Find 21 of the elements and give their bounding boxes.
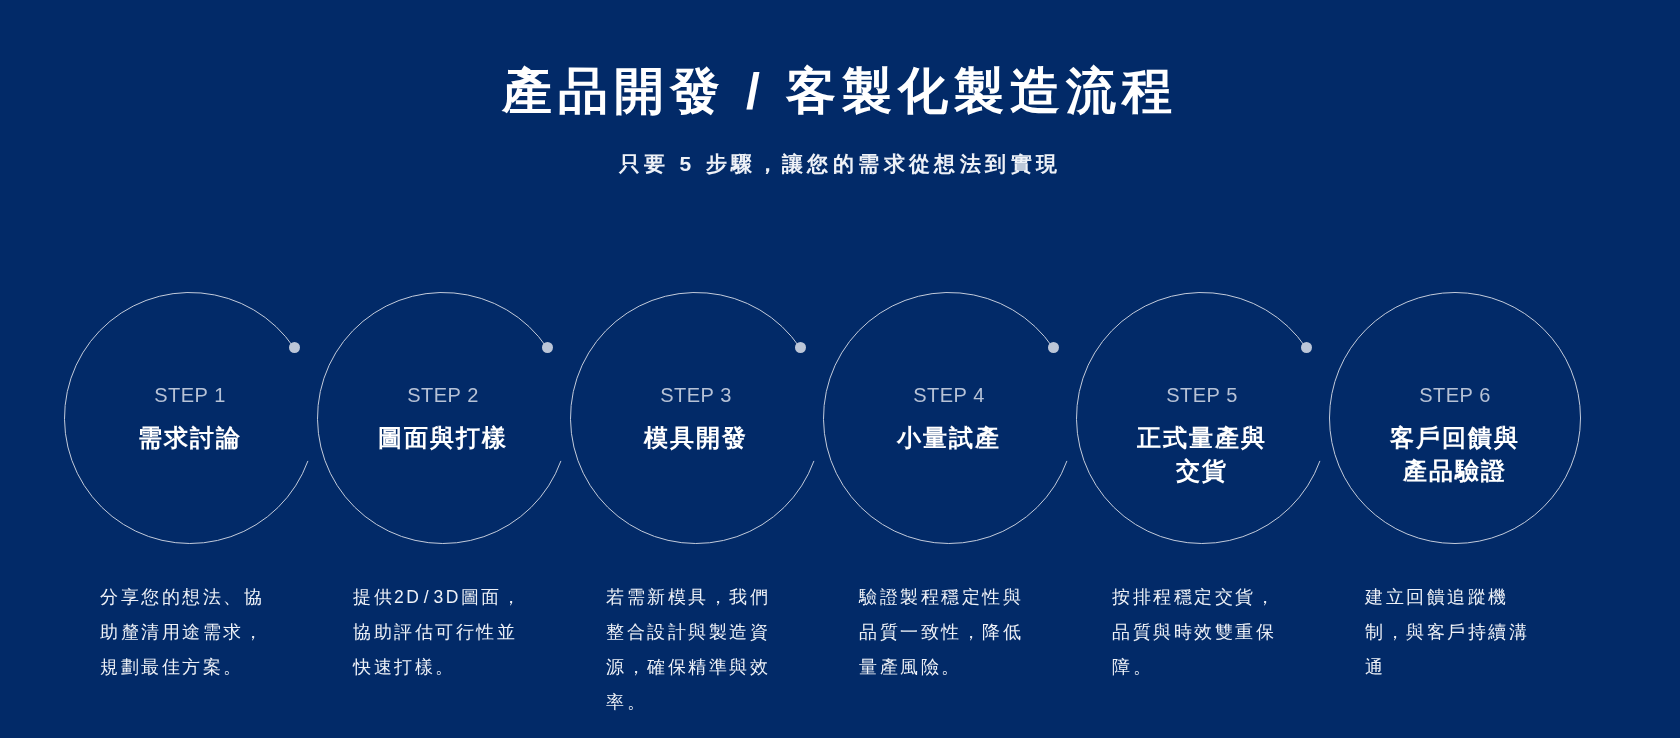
step-title: 需求討論 [138,423,242,453]
step-description: 分享您的想法、協助釐清用途需求，規劃最佳方案。 [100,586,265,679]
step-title: 小量試產 [897,423,1001,453]
step-title: 模具開發 [644,423,748,453]
step-label: STEP 3 [660,383,732,407]
step-label: STEP 2 [407,383,479,407]
step-description: 提供2D / 3D圖面，協助評估可行性並快速打樣。 [353,586,524,679]
step-label: STEP 4 [913,383,985,407]
subheading: 只要 5 步驟，讓您的需求從想法到實現 [618,151,1062,177]
step-label: STEP 1 [154,383,226,407]
step-circle [1329,292,1581,544]
step-description: 按排程穩定交貨，品質與時效雙重保障。 [1112,586,1277,679]
step-description: 建立回饋追蹤機制，與客戶持續溝通 [1365,586,1530,679]
step-description: 驗證製程穩定性與品質一致性，降低量產風險。 [859,586,1024,679]
step-title: 正式量產與交貨 [1136,423,1268,486]
step-title: 客戶回饋與產品驗證 [1389,423,1521,486]
step-title: 圖面與打樣 [378,423,508,453]
step-description: 若需新模具，我們整合設計與製造資源，確保精準與效率。 [606,586,771,714]
heading: 產品開發 / 客製化製造流程 [502,62,1178,120]
step-label: STEP 5 [1166,383,1238,407]
step-label: STEP 6 [1419,383,1491,407]
